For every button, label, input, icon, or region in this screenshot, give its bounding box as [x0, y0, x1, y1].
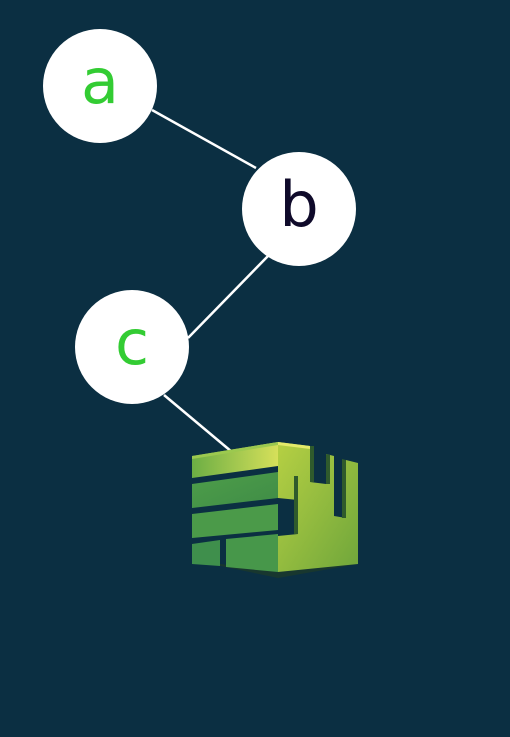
node-c: c	[75, 290, 189, 404]
node-a: a	[43, 29, 157, 143]
node-b: b	[242, 152, 356, 266]
edge-a-b	[151, 108, 257, 170]
node-c-label: c	[114, 306, 150, 379]
node-a-label: a	[81, 45, 119, 118]
green-brick-cube-icon	[192, 442, 358, 578]
edge-b-c	[187, 255, 269, 339]
node-b-label: b	[279, 168, 319, 241]
edge-c-cube	[163, 394, 233, 453]
